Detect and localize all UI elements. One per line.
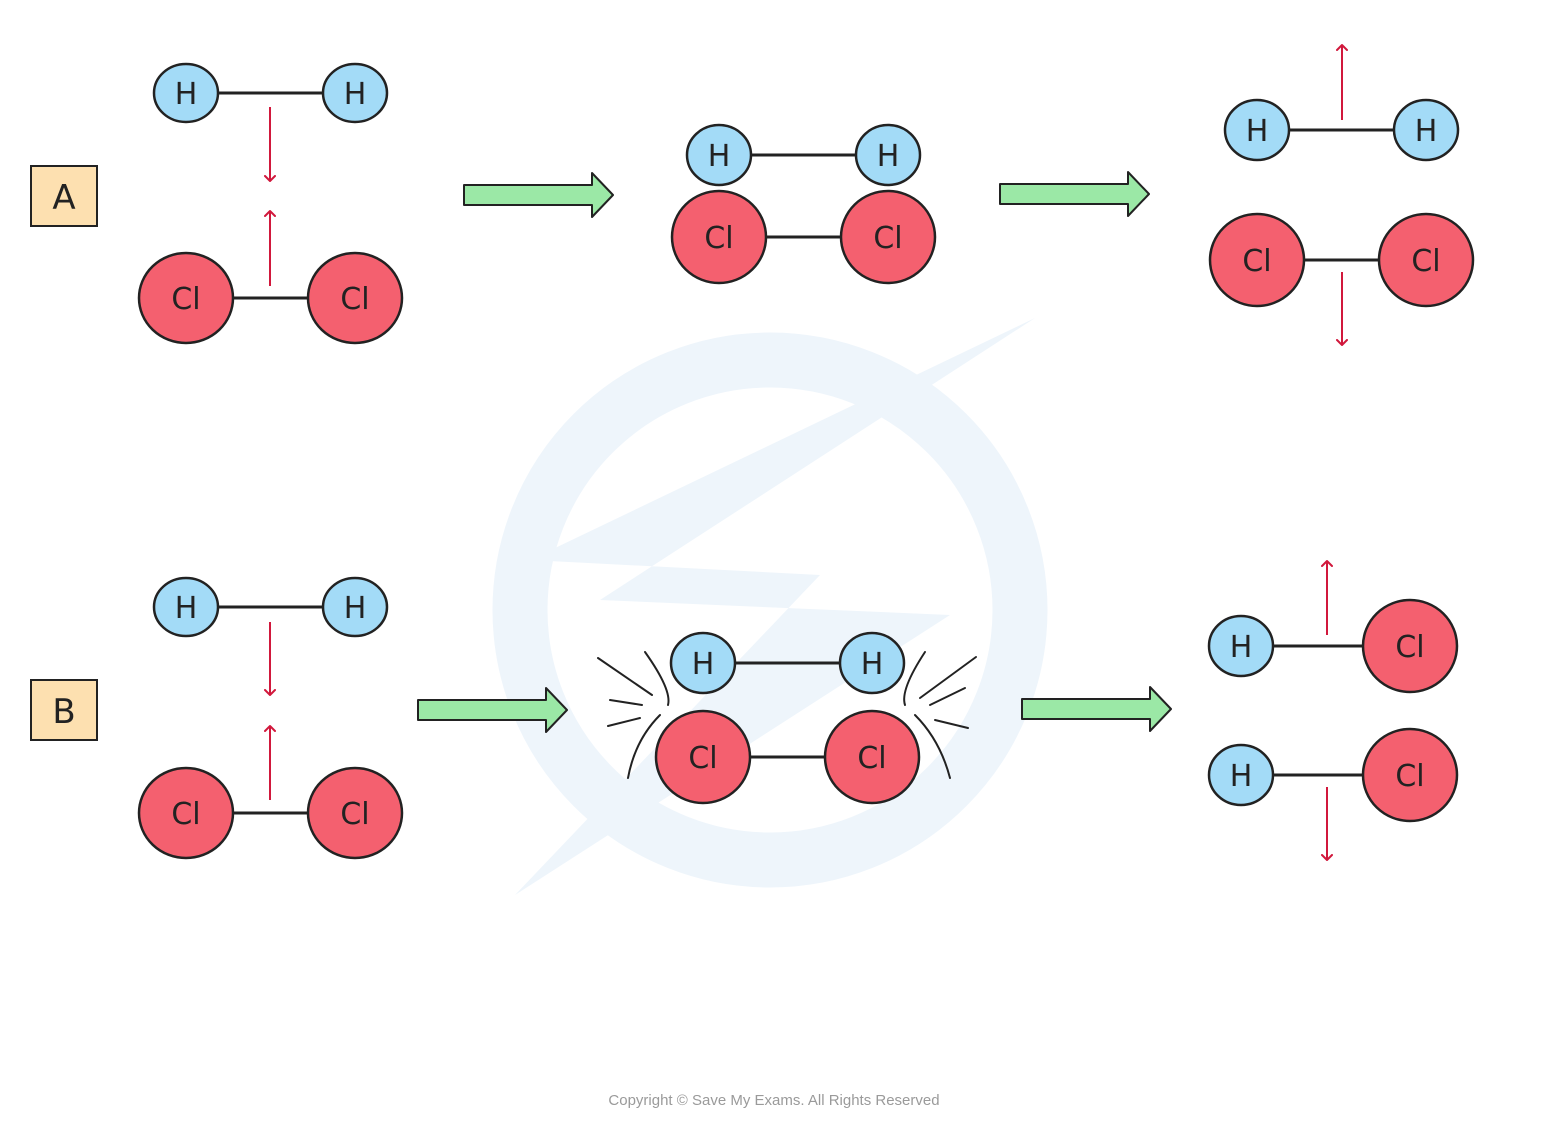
hydrogen-atom <box>152 62 220 124</box>
a-reactant-cl2-molecule: Cl Cl <box>137 251 404 345</box>
reaction-arrow <box>999 171 1150 217</box>
chlorine-symbol: Cl <box>1242 244 1271 279</box>
reaction-arrow <box>417 687 568 733</box>
chlorine-atom <box>823 709 921 805</box>
chlorine-symbol: Cl <box>704 221 733 256</box>
panel-a-label: A <box>52 178 75 218</box>
chlorine-atom <box>839 189 937 285</box>
panel-b: B H H Cl Cl <box>30 560 1459 861</box>
panel-b-label-box <box>30 679 98 741</box>
hydrogen-atom <box>1207 743 1275 807</box>
b-collision-complex: H H Cl Cl <box>597 631 977 805</box>
chlorine-symbol: Cl <box>1395 759 1424 794</box>
chlorine-symbol: Cl <box>340 797 369 832</box>
chlorine-atom <box>306 766 404 860</box>
chlorine-atom <box>1208 212 1306 308</box>
b-reactant-h2-molecule: H H <box>152 576 389 638</box>
hydrogen-symbol: H <box>1246 114 1269 149</box>
watermark-logo <box>492 318 1048 895</box>
b-product-hcl-molecule: H Cl <box>1207 598 1459 694</box>
copyright-notice: Copyright © Save My Exams. All Rights Re… <box>608 1092 940 1109</box>
hydrogen-symbol: H <box>861 647 884 682</box>
chlorine-symbol: Cl <box>688 741 717 776</box>
hydrogen-atom <box>321 576 389 638</box>
chlorine-symbol: Cl <box>873 221 902 256</box>
hydrogen-symbol: H <box>1230 630 1253 665</box>
chlorine-symbol: Cl <box>1411 244 1440 279</box>
hydrogen-atom <box>685 123 753 187</box>
a-collision-complex: H H Cl Cl <box>670 123 937 285</box>
hydrogen-atom <box>669 631 737 695</box>
hydrogen-symbol: H <box>344 77 367 112</box>
hydrogen-symbol: H <box>1230 759 1253 794</box>
hydrogen-atom <box>838 631 906 695</box>
hydrogen-atom <box>854 123 922 187</box>
chlorine-symbol: Cl <box>1395 630 1424 665</box>
hydrogen-atom <box>1392 98 1460 162</box>
hydrogen-atom <box>1207 614 1275 678</box>
hydrogen-symbol: H <box>708 139 731 174</box>
hydrogen-symbol: H <box>175 591 198 626</box>
a-reactant-h2-molecule: H H <box>152 62 389 124</box>
chlorine-atom <box>670 189 768 285</box>
chlorine-atom <box>137 766 235 860</box>
reaction-arrow <box>463 172 614 218</box>
a-product-h2-molecule: H H <box>1223 98 1460 162</box>
b-reactant-cl2-molecule: Cl Cl <box>137 766 404 860</box>
chlorine-symbol: Cl <box>171 282 200 317</box>
b-product-hcl-molecule: H Cl <box>1207 727 1459 823</box>
chlorine-atom <box>306 251 404 345</box>
chlorine-atom <box>1361 598 1459 694</box>
hydrogen-symbol: H <box>175 77 198 112</box>
a-product-cl2-molecule: Cl Cl <box>1208 212 1475 308</box>
hydrogen-symbol: H <box>344 591 367 626</box>
chlorine-symbol: Cl <box>340 282 369 317</box>
panel-a: A H H Cl Cl H H <box>30 44 1475 346</box>
chlorine-atom <box>654 709 752 805</box>
panel-a-label-box <box>30 165 98 227</box>
chlorine-symbol: Cl <box>857 741 886 776</box>
chlorine-atom <box>1377 212 1475 308</box>
panel-b-label: B <box>52 692 75 732</box>
hydrogen-symbol: H <box>1415 114 1438 149</box>
hydrogen-atom <box>152 576 220 638</box>
reaction-arrow <box>1021 686 1172 732</box>
hydrogen-symbol: H <box>692 647 715 682</box>
hydrogen-atom <box>1223 98 1291 162</box>
hydrogen-symbol: H <box>877 139 900 174</box>
collision-impact-lines <box>597 651 977 779</box>
hydrogen-atom <box>321 62 389 124</box>
chlorine-symbol: Cl <box>171 797 200 832</box>
chlorine-atom <box>137 251 235 345</box>
chlorine-atom <box>1361 727 1459 823</box>
